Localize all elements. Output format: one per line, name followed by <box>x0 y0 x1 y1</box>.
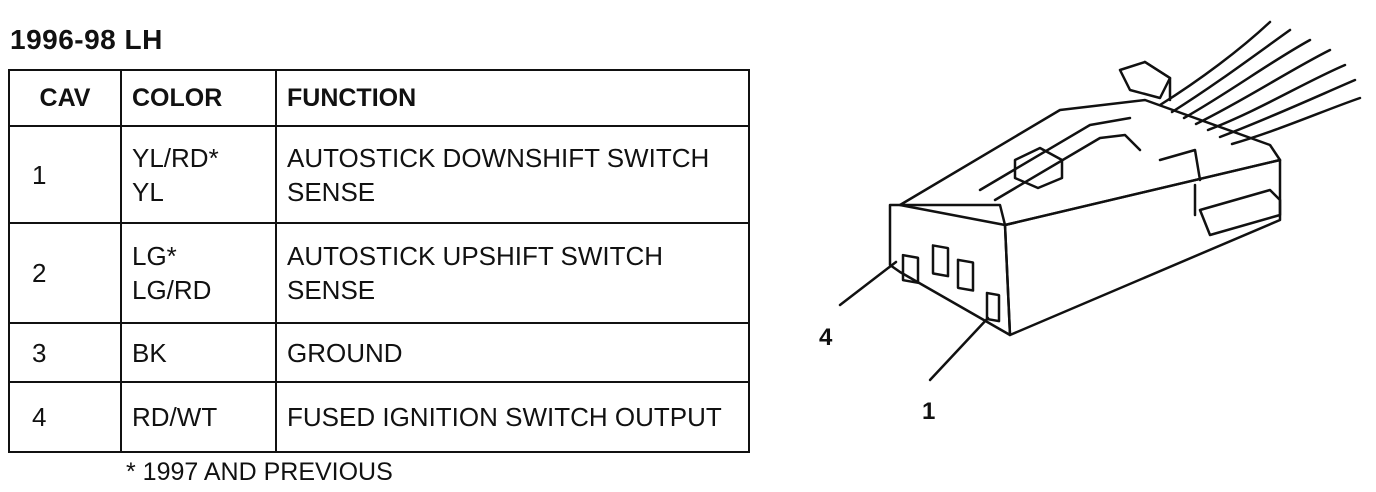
wire-bundle <box>1158 20 1362 146</box>
cavity-4 <box>901 253 920 285</box>
function-line: AUTOSTICK UPSHIFT SWITCH <box>287 241 664 271</box>
color-line: YL <box>132 176 164 207</box>
cell-color: LG* LG/RD <box>120 222 277 324</box>
diagram-title: 1996-98 LH <box>10 24 163 55</box>
color-line: YL/RD* <box>132 142 219 173</box>
cell-cav: 3 <box>8 322 122 383</box>
footnote: * 1997 AND PREVIOUS <box>126 458 393 486</box>
leader-line-4 <box>838 260 898 307</box>
color-line: BK <box>132 337 167 368</box>
function-line: SENSE <box>287 275 376 305</box>
cavity-3 <box>931 244 950 278</box>
cell-function: GROUND <box>275 322 750 383</box>
cell-color: YL/RD* YL <box>120 125 277 224</box>
pin-label-1: 1 <box>922 398 936 425</box>
cell-color: BK <box>120 322 277 383</box>
color-line: LG/RD <box>132 275 212 305</box>
color-line: RD/WT <box>132 402 218 432</box>
cell-function: AUTOSTICK DOWNSHIFT SWITCH SENSE <box>275 125 750 224</box>
table-row: 4 RD/WT FUSED IGNITION SWITCH OUTPUT <box>8 381 750 453</box>
header-function: FUNCTION <box>275 69 750 127</box>
cell-cav: 2 <box>8 222 122 324</box>
latch <box>1013 146 1064 190</box>
latch-tab <box>1118 60 1172 100</box>
cell-cav: 1 <box>8 125 122 224</box>
cell-color: RD/WT <box>120 381 277 453</box>
side-clip <box>1198 188 1282 237</box>
function-line: FUSED IGNITION SWITCH OUTPUT <box>287 402 722 432</box>
table-row: 1 YL/RD* YL AUTOSTICK DOWNSHIFT SWITCH S… <box>8 125 750 224</box>
header-color: COLOR <box>120 69 277 127</box>
table-row: 2 LG* LG/RD AUTOSTICK UPSHIFT SWITCH SEN… <box>8 222 750 324</box>
function-line: GROUND <box>287 337 403 368</box>
color-line: LG* <box>132 241 177 271</box>
table-header-row: CAV COLOR FUNCTION <box>8 69 750 127</box>
connector-front-face <box>888 203 1012 337</box>
connector-illustration <box>838 20 1362 382</box>
cell-function: AUTOSTICK UPSHIFT SWITCH SENSE <box>275 222 750 324</box>
connector-side-face <box>1003 158 1282 337</box>
connector-top-face <box>898 98 1282 227</box>
pinout-table: CAV COLOR FUNCTION 1 YL/RD* YL AUTOSTICK… <box>8 69 750 453</box>
function-line: AUTOSTICK DOWNSHIFT SWITCH <box>287 142 710 173</box>
cell-cav: 4 <box>8 381 122 453</box>
cell-function: FUSED IGNITION SWITCH OUTPUT <box>275 381 750 453</box>
pin-label-4: 4 <box>819 324 833 351</box>
table-row: 3 BK GROUND <box>8 322 750 383</box>
cavity-2 <box>956 258 975 292</box>
leader-line-1 <box>928 316 990 382</box>
cavity-1 <box>985 291 1001 323</box>
function-line: SENSE <box>287 176 376 207</box>
header-cav: CAV <box>8 69 122 127</box>
